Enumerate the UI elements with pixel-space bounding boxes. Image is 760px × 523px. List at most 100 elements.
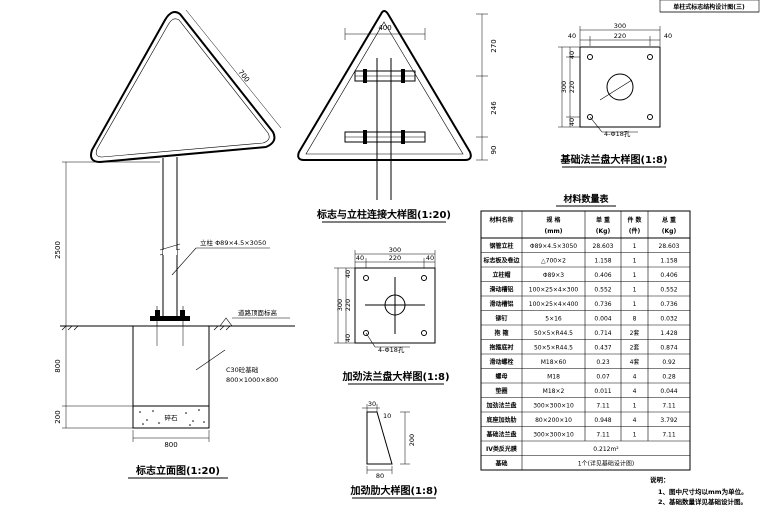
table-cell: 抱 箍 [494,329,508,337]
table-cell: 2套 [630,344,640,352]
material-table: 材料数量表 材料名称规 格(mm)单 重(Kg)件 数(件)总 重(Kg)钢管立… [480,193,691,471]
table-cell: 1 [633,258,637,265]
table-cell: 7.11 [662,403,676,410]
column-label: 立柱 Φ89×4.5×3050 [200,238,266,247]
table-cell: 1 [633,432,637,439]
table-header-unit: (Kg) [596,228,611,235]
table-cell: 4套 [630,358,640,366]
table-cell: 0.552 [594,287,611,294]
table-cell: 1个(详见基础设计图) [578,460,635,468]
base-flange-plate [579,46,661,128]
table-cell: 50×5×R44.5 [534,330,573,337]
rib-detail: 30 10 200 80 加劲肋大样图(1:8) [349,400,438,499]
table-header-cell: 材料名称 [488,216,513,224]
table-cell: 基础 [494,460,507,468]
base-dim-220: 220 [614,32,626,40]
note-2: 2、基础数量详见基础设计图。 [658,497,747,506]
table-header-unit: (Kg) [662,228,677,235]
ground-hatch [61,325,231,331]
table-cell: 0.406 [660,272,677,279]
stiff-side-40a: 40 [344,270,352,278]
table-cell: 滑动槽铝 [489,300,513,308]
table-header-cell: 总 重 [662,216,676,224]
stiff-dim-40a: 40 [356,254,364,262]
table-cell: 1.158 [660,258,677,265]
connection-detail: 400 270 246 90 标志与立柱连接大样图(1:20) [297,10,498,223]
dim-400: 400 [378,24,391,32]
table-cell: 基础法兰盘 [485,431,516,439]
base-flange-detail: 300 220 40 40 40 220 300 40 4-Φ18孔 基础法兰盘… [558,22,672,168]
table-cell: 5×16 [545,316,562,323]
concrete-foundation [132,325,210,407]
table-cell: 0.004 [594,316,611,323]
base-side-300: 300 [560,81,568,93]
table-cell: 100×25×4×300 [529,287,579,294]
base-flange-elevation [150,316,190,321]
dim-200: 200 [54,410,62,423]
table-cell: 8 [633,316,637,323]
table-cell: M18×2 [543,388,565,395]
table-cell: 0.714 [594,330,611,337]
table-cell: 0.736 [594,301,611,308]
base-side-40a: 40 [568,51,576,59]
title-block: 单柱式标志结构设计图(三) [659,0,760,13]
table-cell: 螺母 [495,373,507,381]
table-cell: 7.11 [662,432,676,439]
base-flange-title: 基础法兰盘大样图(1:8) [559,153,667,166]
table-cell: 0.406 [594,272,611,279]
table-cell: 4 [633,388,637,395]
foundation-size: 800×1000×800 [226,376,278,384]
base-dim-40a: 40 [568,32,576,40]
table-header-cell: 规 格 [546,216,561,224]
table-cell: 0.212m² [593,446,619,453]
table-cell: 300×300×10 [533,432,574,439]
dim-800-w: 800 [164,441,177,449]
rib-dim-200: 200 [408,434,416,446]
notes: 说明： 1、图中尺寸均以mm为单位。 2、基础数量详见基础设计图。 [650,475,748,506]
table-title: 材料数量表 [562,193,609,205]
dim-246: 246 [490,101,498,115]
notes-title: 说明： [650,475,670,484]
table-cell: 0.552 [660,287,677,294]
gravel-dots [139,409,205,426]
table-cell: 钢管立柱 [489,242,513,250]
table-cell: 0.874 [660,345,677,352]
rib-dim-10: 10 [383,412,391,420]
table-cell: 28.603 [659,243,680,250]
table-cell: 300×300×10 [533,403,574,410]
table-cell: 50×5×R44.5 [534,345,573,352]
table-cell: 1 [633,301,637,308]
dim-side-700: 700 [236,68,251,83]
table-cell: 1.428 [660,330,677,337]
stiff-dim-220: 220 [389,254,401,262]
table-cell: 100×25×4×400 [529,301,579,308]
stiffening-flange-title: 加劲法兰盘大样图(1:8) [341,370,449,383]
table-cell: 滑动槽铝 [489,286,513,294]
elevation-marker-icon [219,317,233,327]
table-cell: 0.011 [594,388,611,395]
stiff-side-40b: 40 [344,334,352,342]
table-cell: 滑动螺栓 [489,358,513,366]
table-cell: 3.792 [660,417,677,424]
elevation-view: 700 立柱 Φ89×4.5×3050 道路顶面标高 [54,9,295,479]
table-cell: 铆钉 [495,315,507,323]
dim-2500: 2500 [54,241,62,259]
gravel-layer [132,405,210,429]
rib-dim-80: 80 [376,472,384,480]
table-cell: 1 [633,243,637,250]
road-level-label: 道路顶面标高 [238,308,278,317]
table-cell: 0.044 [660,388,677,395]
connection-title: 标志与立柱连接大样图(1:20) [316,208,451,221]
table-cell: 0.437 [594,345,611,352]
table-header-unit: (mm) [545,228,563,235]
gravel-label: 碎石 [165,413,179,422]
table-cell: 标志板及卷边 [482,257,520,265]
base-dim-40b: 40 [664,32,672,40]
table-cell: 4 [633,417,637,424]
table-cell: 0.92 [662,359,676,366]
table-cell: 4 [633,374,637,381]
stiff-hole-label: 4-Φ18孔 [378,346,405,354]
table-cell: 垫圈 [495,387,507,395]
stiff-side-220: 220 [344,299,352,311]
